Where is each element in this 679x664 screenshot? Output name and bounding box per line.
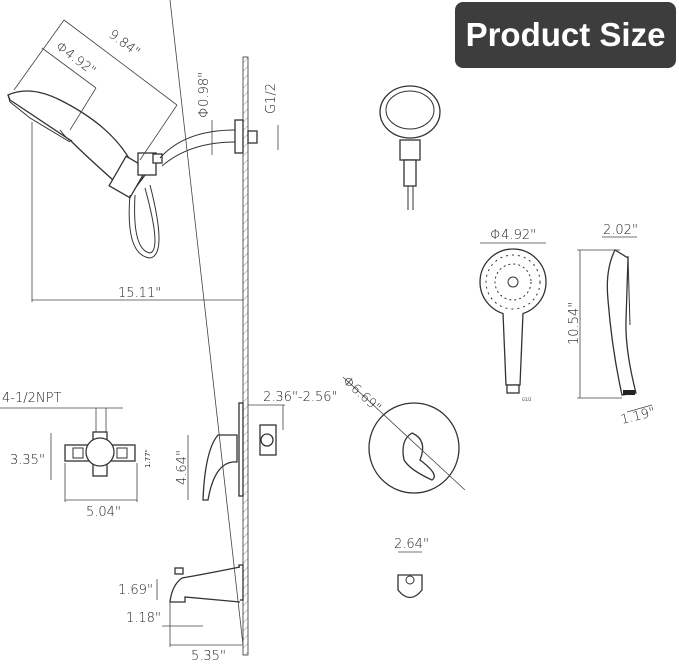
trim-plate-front-view: Φ6.69": [339, 374, 466, 494]
shower-head-side-view: 9.84" Φ4.92" Φ0.98" G1/2 15.11": [7, 19, 279, 302]
shower-head-front-view: [379, 85, 441, 210]
handheld-depth-label: 2.02": [603, 223, 638, 238]
valve-port-label: 1.77": [144, 449, 152, 468]
product-size-badge: Product Size: [455, 2, 676, 68]
handheld-thread-label: G1/2: [522, 397, 532, 402]
handheld-front-view: Φ4.92" G1/2: [479, 228, 547, 402]
handheld-front-diameter-label: Φ4.92": [490, 228, 536, 243]
valve-width-label: 5.04": [86, 505, 121, 520]
spout-length-label: 5.35": [191, 649, 226, 664]
spout-outlet-label: 1.18": [126, 611, 161, 626]
head-reach-label: 15.11": [118, 286, 161, 301]
tub-spout-front-view: 2.64": [394, 537, 429, 599]
valve-height-label: 3.35": [10, 453, 45, 468]
tub-spout-side-view: 1.69" 1.18" 5.35": [118, 0, 244, 664]
arm-diameter-label: Φ0.98": [197, 72, 212, 118]
wall-depth-label: 2.36"-2.56": [263, 390, 338, 405]
spout-height-label: 1.69": [118, 583, 153, 598]
handheld-side-view: 2.02" 10.54" 1.19": [567, 223, 657, 428]
trim-diameter-label: Φ6.69": [339, 374, 383, 416]
handheld-base-label: 1.19": [619, 405, 657, 428]
spout-width-label: 2.64": [394, 537, 429, 552]
handle-height-label: 4.64": [175, 450, 190, 485]
wall-thread-label: G1/2: [264, 83, 279, 114]
handle-side-view: 2.36"-2.56" 4.64": [175, 390, 338, 501]
rough-in-valve: 4-1/2NPT 3.35" 1.77" 5.04": [0, 391, 152, 520]
handheld-length-label: 10.54": [567, 302, 582, 345]
valve-inlet-label: 4-1/2NPT: [2, 391, 61, 406]
wall: [242, 56, 249, 656]
